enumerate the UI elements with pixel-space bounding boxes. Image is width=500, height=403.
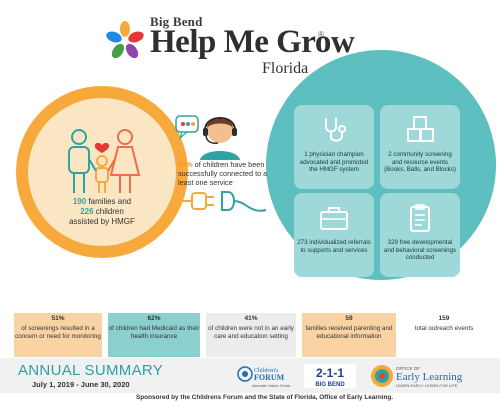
clipboard-icon [410, 204, 430, 232]
211-big-bend-logo: 2-1-1 BIG BEND [304, 364, 356, 388]
connected-percent: 42% [178, 160, 193, 169]
families-assisted-text: 190 families and 226 children assisted b… [36, 197, 168, 227]
stat-label: total outreach events [414, 325, 474, 332]
help-me-grow-flower-logo [106, 21, 144, 59]
early-learning-tagline: LEARN EARLY. LEARN FOR LIFE. [396, 383, 459, 388]
physician-champion-card: 1 physician champion advocated and promo… [294, 105, 374, 189]
family-circle-inner [28, 98, 176, 246]
early-office-label: OFFICE OF [396, 366, 420, 371]
call-agent-icon [175, 115, 240, 160]
brand-region: Big Bend [150, 14, 203, 29]
community-events-card: 2 community screening and resource event… [380, 105, 460, 189]
reporting-period: July 1, 2019 - June 30, 2020 [32, 380, 130, 389]
families-count: 190 [72, 197, 87, 206]
stat-label: of children were not in an early care an… [208, 325, 294, 340]
families-label: families and [86, 197, 132, 206]
stat-medicaid: 62% of children had Medicaid as their he… [108, 313, 200, 357]
childrens-forum-logo: Children's FORUM Advocate. Inform. Enric… [237, 366, 291, 388]
stat-value: 51% [51, 315, 65, 322]
community-events-text: 2 community screening and resource event… [384, 151, 456, 174]
stat-value: 62% [147, 315, 161, 322]
screenings-text: 329 free developmental and behavioral sc… [383, 239, 457, 262]
referrals-text: 273 individualized referrals to supports… [297, 239, 371, 254]
stat-screenings-concern: 51% of screenings resulted in a concern … [14, 313, 102, 357]
brand-state: Florida [262, 60, 309, 77]
sponsor-line: Sponsored by the Childrens Forum and the… [136, 394, 394, 401]
briefcase-icon [320, 207, 348, 230]
logo-211-sub: BIG BEND [315, 382, 345, 388]
brand-title: Help Me Grow [150, 24, 355, 60]
children-label: children [93, 207, 124, 216]
annual-summary-title: ANNUAL SUMMARY [18, 362, 164, 379]
stat-no-early-care: 41% of children were not in an early car… [206, 313, 296, 357]
logo-211-number: 2-1-1 [316, 366, 344, 380]
stat-value: 159 [438, 315, 450, 322]
physician-champion-text: 1 physician champion advocated and promo… [299, 151, 369, 174]
registered-mark: ® [318, 30, 324, 39]
footer-band [0, 358, 500, 393]
assisted-label: assisted by HMGF [69, 217, 135, 226]
stat-outreach-events: 159 total outreach events [402, 313, 486, 357]
stat-parenting-info: 59 families received parenting and educa… [302, 313, 396, 357]
stat-label: of children had Medicaid as their health… [108, 325, 200, 340]
forum-logo-line2: FORUM [254, 373, 285, 382]
forum-logo-line1: Children's [254, 368, 279, 374]
connected-services-text: 42% of children have been successfully c… [178, 160, 278, 187]
stethoscope-icon [325, 118, 346, 142]
family-icon [68, 129, 141, 193]
forum-logo-tagline: Advocate. Inform. Enrich. [252, 384, 291, 388]
plug-connection-icon [172, 191, 267, 212]
stat-value: 59 [345, 315, 353, 322]
referrals-card: 273 individualized referrals to supports… [294, 193, 374, 277]
stat-value: 41% [244, 315, 258, 322]
stat-label: families received parenting and educatio… [305, 325, 393, 340]
stat-label: of screenings resulted in a concern or n… [15, 325, 101, 340]
office-of-early-learning-logo: OFFICE OF Early Learning LEARN EARLY. LE… [371, 365, 463, 388]
blocks-icon [407, 116, 434, 142]
connected-label: of children have been successfully conne… [178, 160, 270, 187]
early-learning-title: Early Learning [396, 371, 463, 383]
children-count: 226 [80, 207, 94, 216]
screenings-card: 329 free developmental and behavioral sc… [380, 193, 460, 277]
